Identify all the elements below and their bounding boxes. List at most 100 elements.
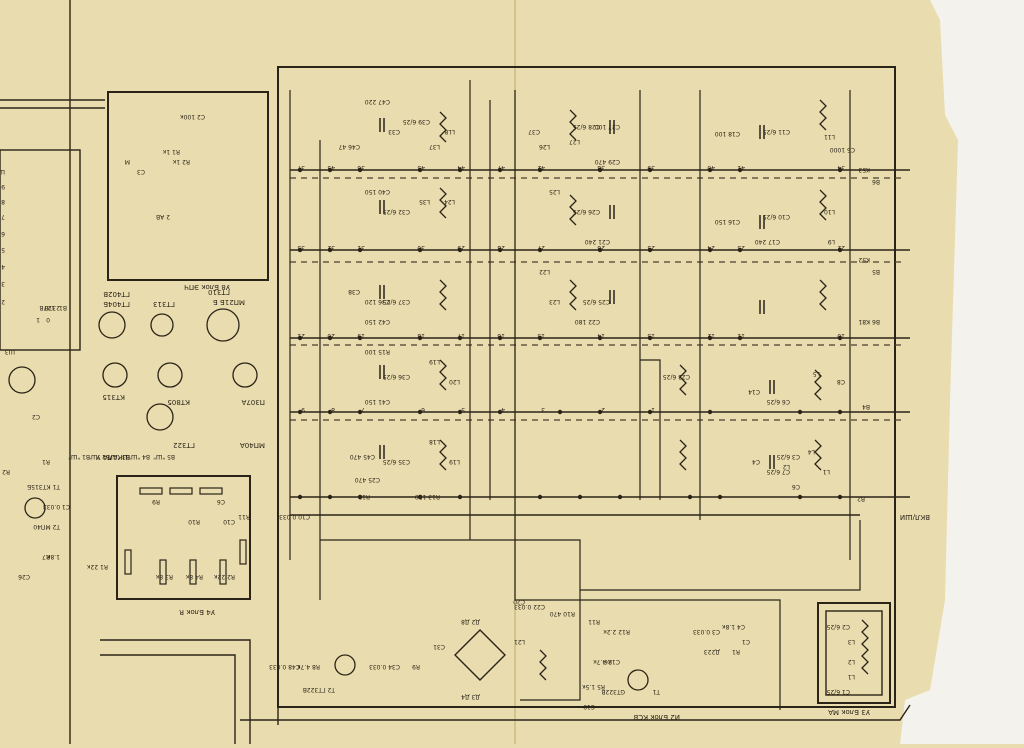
bottom-label: R1 [732, 648, 740, 655]
switch-position-number: 11 [737, 332, 745, 339]
switch-position-number: 6 [421, 406, 425, 413]
u8-label: C2 100к [180, 113, 205, 120]
semi-t3: ГТ322 [173, 441, 195, 449]
low-filter-label: L20 [449, 378, 460, 385]
switch-position-number: 4 [501, 406, 505, 413]
mid-filter-label: C40 150 [365, 188, 390, 195]
right-filter-label: K52 [858, 256, 870, 263]
left-strip-label: Ш [0, 168, 5, 175]
right-low-label: L4 [808, 448, 815, 455]
switch-dashed-links [290, 177, 905, 421]
bridge-rectifier [454, 629, 506, 681]
mid-filter-label: C21 240 [585, 238, 610, 245]
switch-position-number: 10 [837, 332, 845, 339]
left-misc-label: T2 МП40 [33, 523, 61, 530]
left-strip-label: 3 [1, 280, 5, 287]
switch-position-number: 33 [297, 244, 305, 251]
bottom-label: C3 0.033 [693, 628, 720, 635]
switch-position-number: 36 [357, 164, 365, 171]
main-block-frame [277, 66, 896, 708]
bottom-label: C34 0.033 [369, 663, 400, 670]
left-misc-label: C26 [18, 573, 30, 580]
bottom-label: Д2 Д8 [461, 618, 480, 625]
left-misc-label: 1.8к [46, 553, 60, 560]
right-low-label: L1 [823, 468, 830, 475]
low-filter-label: C41 150 [365, 398, 390, 405]
switch-position-number: 8 [331, 406, 335, 413]
mid-filter-label: C36 120 [365, 298, 390, 305]
u3-label: L3 [848, 638, 855, 645]
low-filter-label: C23 6/25 [663, 373, 690, 380]
bottom-label: Д3 Д4 [461, 693, 480, 700]
top-filter-b-label: C27 100 [595, 123, 620, 130]
switch-position-number: 47 [497, 164, 505, 171]
low-filter-label: C35 6/25 [383, 458, 410, 465]
top-filter-a-label: C39 6/25 [403, 118, 430, 125]
bottom-label: Д223 [704, 648, 720, 655]
bottom-label: C22 0.033 [514, 603, 545, 610]
paper-edge [900, 0, 1024, 744]
right-low-label: L2 [783, 463, 790, 470]
left-misc-label: R7 [42, 553, 50, 560]
bottom-label: C20 [513, 598, 525, 605]
u3-block [817, 602, 891, 704]
switch-position-number: 38 [597, 164, 605, 171]
right-filter-label: C17 240 [755, 238, 780, 245]
low-filter-label: L19 [449, 458, 460, 465]
right-low-label: C6 [792, 483, 800, 490]
left-strip-label: 127В [39, 304, 55, 311]
left-strip-label: 8 [1, 198, 5, 205]
semi-t7: ГТ310 [208, 288, 230, 296]
switch-position-number: 18 [417, 332, 425, 339]
bottom-label: R12 2.2к [603, 628, 630, 635]
switch-position-number: 32 [327, 244, 335, 251]
right-low-label: L5 [813, 370, 820, 377]
switch-position-number: 27 [537, 244, 545, 251]
right-filter-label: C18 100 [715, 130, 740, 137]
left-strip-label: 0 [46, 316, 50, 323]
top-filter-a-label: C47 220 [365, 98, 390, 105]
low-filter-label: L19 [429, 358, 440, 365]
right-filter-label: L10 [824, 208, 835, 215]
left-strip-label: 6 [1, 230, 5, 237]
right-low-label: C4 [752, 458, 760, 465]
switch-position-number: 13 [647, 332, 655, 339]
left-strip-label: 9 [1, 183, 5, 190]
left-connector-box [0, 149, 81, 351]
u8-label: C3 [137, 168, 145, 175]
left-strip-label: 4 [1, 263, 5, 270]
switch-position-number: 23 [737, 244, 745, 251]
band-labels-label: В3 "Ш" [108, 453, 130, 460]
switch-position-number: 15 [537, 332, 545, 339]
right-filter-label: L9 [828, 238, 835, 245]
switch-position-number: 37 [297, 164, 305, 171]
main-block-label: И2 Блок КСВ [633, 713, 680, 721]
switch-position-number: 16 [497, 332, 505, 339]
switch-position-number: 30 [417, 244, 425, 251]
u4-label: C6 [217, 498, 225, 505]
switch-position-number: 3 [541, 406, 545, 413]
switch-position-number: 43 [417, 164, 425, 171]
right-filter-label: C5 1000 [830, 146, 855, 153]
top-filter-b-label: L27 [569, 138, 580, 145]
mid-filter-label: L24 [444, 198, 455, 205]
bottom-label: L21 [514, 638, 525, 645]
u4-label: R1 22к [86, 563, 108, 570]
semi-title-b: ГТ404Б [103, 300, 130, 308]
left-strip-label: Ш3 [5, 348, 15, 355]
bottom-label: C48 0.033 [269, 663, 300, 670]
mid-filter-label: C38 [348, 288, 360, 295]
left-misc-label: C1 0.033 [43, 503, 70, 510]
u4-label: R2 22к [213, 573, 235, 580]
bottom-label: T2 ГТ322B [303, 686, 336, 693]
u8-label: M [125, 158, 130, 165]
bottom-label: C1 [742, 638, 750, 645]
u8-block-label: У8 Блок ЭПЧ [184, 283, 230, 291]
u4-label: R10 [188, 518, 200, 525]
switch-position-number: 17 [457, 332, 465, 339]
mid-filter-label: L22 [539, 268, 550, 275]
u3-label: C2 6/25 [826, 623, 850, 630]
right-filter-label: C16 150 [715, 218, 740, 225]
switch-position-number: 39 [647, 164, 655, 171]
